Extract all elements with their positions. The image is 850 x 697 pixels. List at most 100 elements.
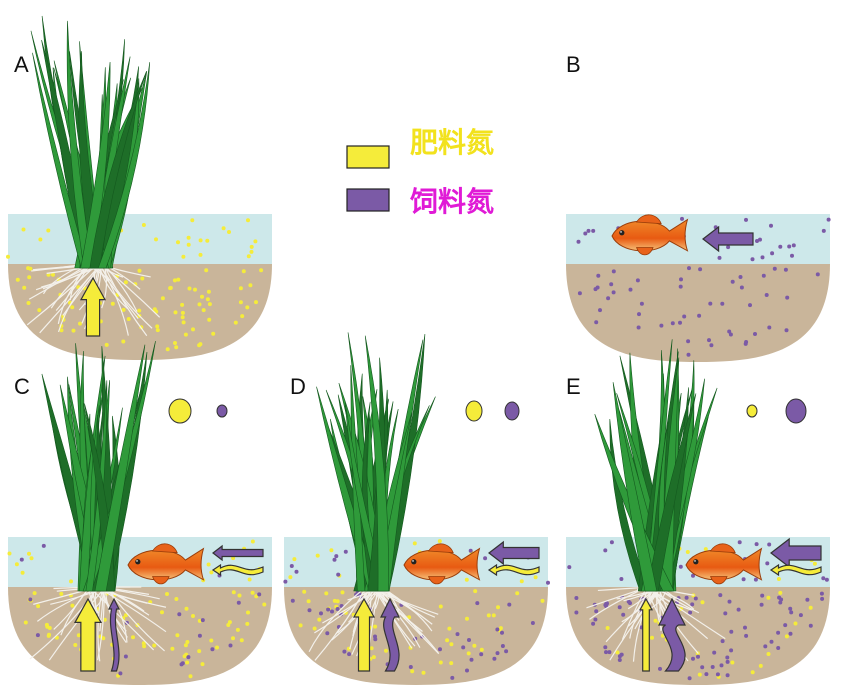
nitrogen-dot bbox=[262, 602, 267, 607]
nitrogen-dot bbox=[712, 650, 717, 655]
nitrogen-dot bbox=[621, 612, 626, 617]
nitrogen-dot bbox=[221, 226, 226, 231]
fish bbox=[403, 543, 481, 585]
nitrogen-dot bbox=[249, 249, 254, 254]
nitrogen-dot bbox=[670, 321, 675, 326]
nitrogen-dot bbox=[70, 603, 75, 608]
root-strand bbox=[371, 586, 421, 648]
nitrogen-dot bbox=[574, 610, 579, 615]
nitrogen-dot bbox=[71, 328, 76, 333]
nitrogen-dot bbox=[14, 562, 19, 567]
nitrogen-dot bbox=[464, 577, 469, 582]
nitrogen-dot bbox=[761, 273, 766, 278]
feed-nitrogen-dots bbox=[577, 266, 820, 357]
nitrogen-dot bbox=[412, 541, 417, 546]
nitrogen-dot bbox=[540, 598, 545, 603]
nitrogen-dot bbox=[204, 268, 209, 273]
feed-input-arrow bbox=[702, 225, 754, 253]
nitrogen-dot bbox=[704, 672, 709, 677]
nitrogen-dot bbox=[658, 666, 662, 671]
nitrogen-dot bbox=[152, 643, 157, 648]
nitrogen-dot bbox=[687, 676, 692, 681]
nitrogen-dot bbox=[197, 302, 202, 307]
nitrogen-dot bbox=[778, 244, 783, 249]
nitrogen-dot bbox=[739, 285, 744, 290]
nitrogen-dot bbox=[574, 596, 579, 600]
nitrogen-dot bbox=[729, 648, 734, 653]
nitrogen-dot bbox=[121, 339, 126, 344]
fertilizer-uptake-arrow bbox=[638, 597, 654, 672]
nitrogen-dot bbox=[22, 285, 27, 290]
nitrogen-dot bbox=[250, 539, 255, 544]
nitrogen-dot bbox=[174, 597, 179, 601]
nitrogen-dot bbox=[41, 543, 46, 548]
nitrogen-dot bbox=[759, 602, 764, 607]
nitrogen-dot bbox=[703, 547, 708, 552]
nitrogen-dot bbox=[28, 266, 33, 271]
nitrogen-dot bbox=[176, 277, 181, 282]
nitrogen-dot bbox=[697, 313, 702, 318]
nitrogen-dot bbox=[778, 590, 783, 595]
nitrogen-dot bbox=[315, 553, 320, 558]
nitrogen-dot bbox=[617, 605, 622, 610]
nitrogen-dot bbox=[728, 332, 733, 337]
nitrogen-dot bbox=[475, 601, 480, 606]
nitrogen-dot bbox=[27, 551, 31, 556]
nitrogen-dot bbox=[594, 609, 599, 614]
fish-eye bbox=[693, 559, 699, 565]
nitrogen-dot bbox=[292, 557, 297, 562]
nitrogen-dot bbox=[604, 650, 608, 655]
legend: 肥料氮 饲料氮 bbox=[346, 126, 494, 218]
nitrogen-dot bbox=[302, 589, 307, 594]
nitrogen-dot bbox=[725, 659, 730, 664]
nitrogen-dot bbox=[603, 603, 608, 607]
soil-layer bbox=[566, 264, 830, 362]
nitrogen-dot bbox=[384, 648, 388, 653]
nitrogen-dot bbox=[750, 257, 755, 262]
nitrogen-dot bbox=[184, 606, 189, 611]
nitrogen-dot bbox=[720, 301, 725, 306]
nitrogen-dot bbox=[231, 590, 236, 595]
root-strand bbox=[314, 586, 368, 661]
nitrogen-dot bbox=[21, 227, 26, 232]
nitrogen-dot bbox=[790, 253, 794, 258]
nitrogen-dot bbox=[73, 643, 78, 647]
nitrogen-dot bbox=[329, 548, 334, 553]
fish-eye-highlight bbox=[620, 231, 622, 233]
nitrogen-dot bbox=[504, 649, 509, 654]
nitrogen-dot bbox=[205, 297, 210, 302]
nitrogen-dot bbox=[619, 577, 624, 581]
panel-label-d: D bbox=[290, 374, 306, 399]
fish-eye bbox=[619, 230, 625, 236]
nitrogen-dot bbox=[495, 627, 500, 632]
nitrogen-dot bbox=[717, 255, 722, 260]
nitrogen-dot bbox=[491, 613, 496, 618]
nitrogen-dot bbox=[682, 314, 687, 319]
nitrogen-dot bbox=[437, 539, 442, 544]
nitrogen-dot bbox=[787, 244, 792, 249]
nitrogen-dot bbox=[596, 273, 601, 278]
rice-plant bbox=[41, 340, 156, 592]
fertilizer-uptake-arrow bbox=[352, 597, 376, 672]
nitrogen-dot bbox=[784, 634, 789, 639]
nitrogen-dot bbox=[438, 660, 443, 665]
nitrogen-dot bbox=[373, 637, 378, 642]
nitrogen-dot bbox=[715, 672, 720, 677]
fish-pelvic-fin bbox=[710, 576, 728, 585]
nitrogen-dot bbox=[611, 269, 616, 274]
nitrogen-dot bbox=[231, 636, 235, 641]
nitrogen-dot bbox=[191, 614, 195, 618]
nitrogen-dot bbox=[815, 272, 820, 277]
nitrogen-dot bbox=[767, 325, 772, 330]
nitrogen-dot bbox=[496, 605, 500, 610]
nitrogen-dot bbox=[369, 646, 374, 651]
nitrogen-dot bbox=[465, 616, 469, 621]
nitrogen-dot bbox=[410, 669, 415, 674]
root-strand bbox=[373, 586, 440, 655]
nitrogen-dot bbox=[283, 579, 288, 584]
nitrogen-dot bbox=[335, 607, 340, 611]
fish-eye-highlight bbox=[694, 560, 696, 562]
nitrogen-dot bbox=[628, 287, 633, 292]
panel-label-b: B bbox=[566, 52, 581, 77]
nitrogen-dot bbox=[598, 308, 602, 313]
